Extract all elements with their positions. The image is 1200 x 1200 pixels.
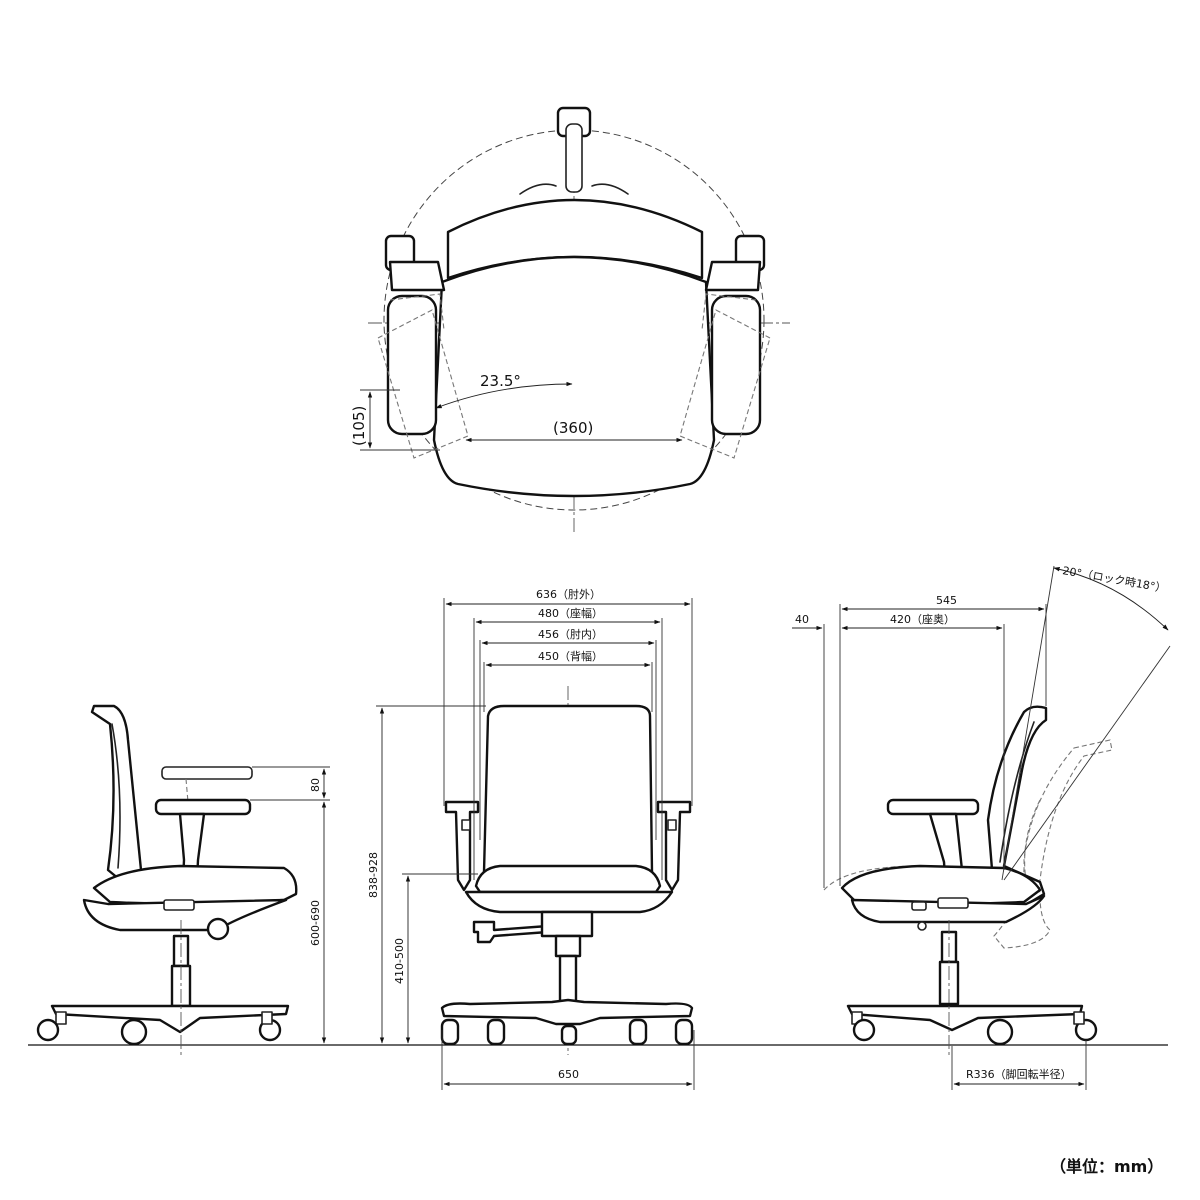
right-backrest-frame — [986, 705, 1048, 908]
right-base — [846, 1004, 1084, 1032]
front-left-arm — [444, 800, 480, 892]
right-seat-frame — [850, 894, 1046, 924]
left-armpad — [154, 798, 252, 816]
overall-height-label: 838-928 — [367, 852, 380, 898]
slide-label: 40 — [795, 613, 809, 626]
recline-line-a — [1001, 565, 1055, 881]
front-right-arm — [656, 800, 692, 892]
inner-width-label: (360) — [553, 419, 593, 437]
top-left-armrest — [377, 234, 469, 459]
offset-label: (105) — [350, 406, 368, 446]
left-tilt-knob — [206, 917, 230, 941]
arm-height-label: 600-690 — [309, 900, 322, 946]
rotation-angle-label: 23.5° — [480, 372, 521, 390]
rotation-angle-arc — [435, 381, 573, 409]
arm-inner-label: 456（肘内） — [538, 627, 603, 641]
side-view-left: 80 600-690 — [36, 704, 330, 1055]
radius-label: R336（脚回転半径） — [966, 1067, 1072, 1081]
unit-note: （単位：mm） — [1050, 1157, 1163, 1176]
front-view: 636（肘外） 480（座幅） 456（肘内） 450（背幅） 838-928 … — [367, 587, 695, 1090]
left-seat-cushion — [92, 864, 298, 905]
side-view-right: 20°（ロック時18°） 545 420（座奥） 40 R336（脚回転半径） — [792, 564, 1171, 1090]
top-view: 23.5° (360) (105) — [350, 106, 790, 535]
top-seat — [432, 255, 716, 498]
front-gas-cylinder — [558, 954, 578, 1004]
front-seat — [474, 864, 662, 894]
front-base — [440, 998, 694, 1026]
front-mechanism — [540, 910, 594, 938]
arm-adjust-label: 80 — [309, 778, 322, 792]
left-armpad-raised — [161, 766, 253, 780]
recline-line-b — [1003, 645, 1171, 881]
depth-label: 545 — [936, 594, 957, 607]
top-rear-caster — [556, 106, 592, 193]
left-base — [50, 1004, 290, 1034]
seat-depth-label: 420（座奥） — [890, 612, 955, 626]
left-casters — [36, 1011, 282, 1046]
front-backrest — [482, 704, 654, 874]
top-right-armrest — [679, 234, 771, 459]
left-backrest-frame — [90, 704, 144, 890]
right-reclined-backrest — [993, 739, 1113, 949]
back-width-label: 450（背幅） — [538, 649, 603, 663]
arm-outer-label: 636（肘外） — [536, 587, 601, 601]
right-armpad — [886, 798, 980, 816]
seat-height-label: 410-500 — [393, 938, 406, 984]
front-casters — [440, 1018, 694, 1046]
seat-width-label: 480（座幅） — [538, 606, 603, 620]
front-height-lever — [472, 920, 550, 944]
base-width-label: 650 — [558, 1068, 579, 1081]
